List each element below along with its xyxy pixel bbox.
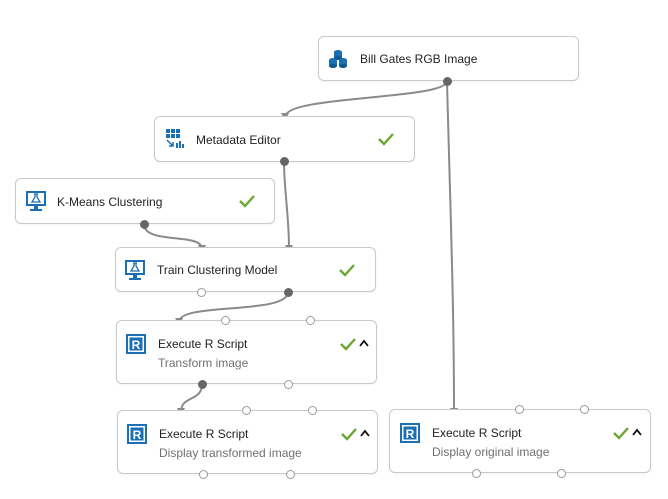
- checkmark-icon: [340, 338, 356, 351]
- module-title: Metadata Editor: [196, 133, 281, 147]
- module-title: Bill Gates RGB Image: [360, 52, 478, 66]
- module-title: Execute R Script: [158, 337, 248, 351]
- output-port[interactable]: [557, 469, 566, 478]
- output-port[interactable]: [140, 220, 149, 229]
- collapse-caret-icon[interactable]: [632, 428, 642, 436]
- output-port[interactable]: [199, 470, 208, 479]
- collapse-caret-icon[interactable]: [360, 429, 370, 437]
- wire-train-to-transform: [175, 291, 289, 326]
- input-port[interactable]: [515, 405, 524, 414]
- input-port[interactable]: [221, 316, 230, 325]
- r-script-icon: R: [400, 423, 420, 443]
- module-k-means-clustering[interactable]: K-Means Clustering: [15, 178, 275, 229]
- module-subtitle: Display original image: [432, 445, 550, 459]
- module-bill-gates-rgb-image[interactable]: Bill Gates RGB Image: [318, 36, 579, 86]
- checkmark-icon: [339, 264, 355, 277]
- wire-metadata-to-train: [283, 160, 293, 253]
- svg-text:R: R: [133, 428, 142, 442]
- module-title: Train Clustering Model: [157, 263, 278, 277]
- input-port[interactable]: [308, 406, 317, 415]
- collapse-caret-icon[interactable]: [359, 339, 369, 347]
- output-port[interactable]: [472, 469, 481, 478]
- output-port[interactable]: [284, 380, 293, 389]
- wire-dataset-to-display-original: [446, 80, 458, 416]
- output-port[interactable]: [197, 288, 206, 297]
- table-icon: [166, 129, 184, 148]
- wire-kmeans-to-train: [143, 223, 206, 253]
- output-port[interactable]: [443, 77, 452, 86]
- svg-text:R: R: [132, 338, 141, 352]
- module-title: Execute R Script: [432, 426, 522, 440]
- input-port[interactable]: [242, 406, 251, 415]
- input-port[interactable]: [306, 316, 315, 325]
- checkmark-icon: [613, 427, 629, 440]
- wire-transform-to-display: [177, 383, 203, 416]
- module-train-clustering-model[interactable]: Train Clustering Model: [115, 247, 376, 297]
- checkmark-icon: [341, 428, 357, 441]
- r-script-icon: R: [126, 334, 146, 354]
- output-port[interactable]: [198, 380, 207, 389]
- output-port[interactable]: [286, 470, 295, 479]
- dataset-icon: [329, 50, 347, 68]
- module-title: Execute R Script: [159, 427, 249, 441]
- output-port[interactable]: [280, 157, 289, 166]
- module-title: K-Means Clustering: [57, 195, 163, 209]
- module-execute-r-script-transform[interactable]: R Execute R Script Transform image: [116, 316, 377, 389]
- checkmark-icon: [239, 195, 255, 208]
- r-script-icon: R: [127, 424, 147, 444]
- flask-icon: [26, 191, 46, 211]
- input-port[interactable]: [580, 405, 589, 414]
- module-execute-r-script-display-original[interactable]: R Execute R Script Display original imag…: [389, 405, 651, 478]
- checkmark-icon: [378, 133, 394, 146]
- flask-icon: [125, 260, 145, 280]
- module-subtitle: Display transformed image: [159, 446, 302, 460]
- output-port[interactable]: [284, 288, 293, 297]
- wire-dataset-to-metadata: [281, 80, 448, 121]
- module-execute-r-script-display-transformed[interactable]: R Execute R Script Display transformed i…: [117, 406, 378, 479]
- module-subtitle: Transform image: [158, 356, 249, 370]
- svg-text:R: R: [406, 427, 415, 441]
- module-metadata-editor[interactable]: Metadata Editor: [154, 116, 415, 166]
